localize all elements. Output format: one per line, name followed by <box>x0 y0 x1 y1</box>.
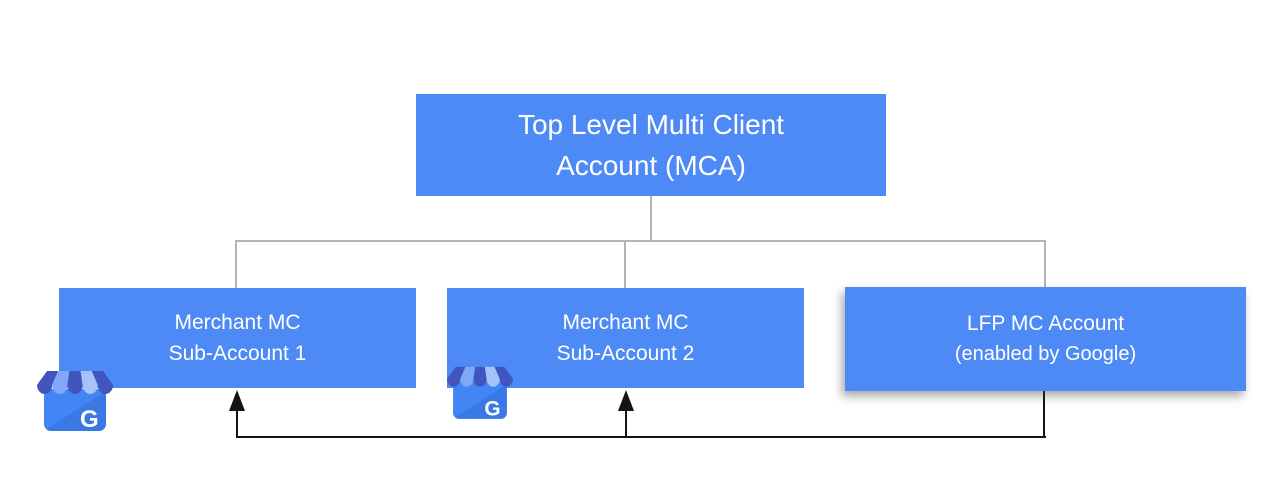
feed-arrow-to-sub1 <box>236 408 238 436</box>
google-business-profile-icon: G <box>37 371 113 433</box>
feed-arrow-from-lfp <box>1043 391 1045 438</box>
node-label-line2: Sub-Account 2 <box>556 342 695 365</box>
node-label-line2: (enabled by Google) <box>954 343 1137 365</box>
arrowhead-up-sub1-icon <box>229 390 245 411</box>
node-top-level-mca: Top Level Multi Client Account (MCA) <box>416 94 886 196</box>
node-merchant-sub-account-2: Merchant MC Sub-Account 2 <box>447 288 804 388</box>
node-label-line1: Top Level Multi Client <box>517 109 785 140</box>
connector-drop-sub1 <box>235 240 237 288</box>
node-label-line1: Merchant MC <box>562 311 689 334</box>
arrowhead-up-sub2-icon <box>618 390 634 411</box>
connector-mca-stem <box>650 196 652 242</box>
feed-arrow-to-sub2 <box>625 408 627 436</box>
node-label-line2: Account (MCA) <box>556 150 746 181</box>
connector-tree-bar <box>235 240 1046 242</box>
node-label-line1: Merchant MC <box>174 311 301 334</box>
node-merchant-sub-account-1: Merchant MC Sub-Account 1 <box>59 288 416 388</box>
google-g-glyph: G <box>484 397 500 420</box>
google-g-glyph: G <box>80 406 99 433</box>
node-label-line2: Sub-Account 1 <box>168 342 307 365</box>
google-business-profile-icon: G <box>447 366 513 420</box>
connector-drop-lfp <box>1044 240 1046 287</box>
node-label-line1: LFP MC Account <box>966 312 1125 335</box>
node-lfp-mc-account: LFP MC Account (enabled by Google) <box>845 287 1246 391</box>
connector-drop-sub2 <box>624 240 626 288</box>
feed-arrow-bar <box>236 436 1046 438</box>
